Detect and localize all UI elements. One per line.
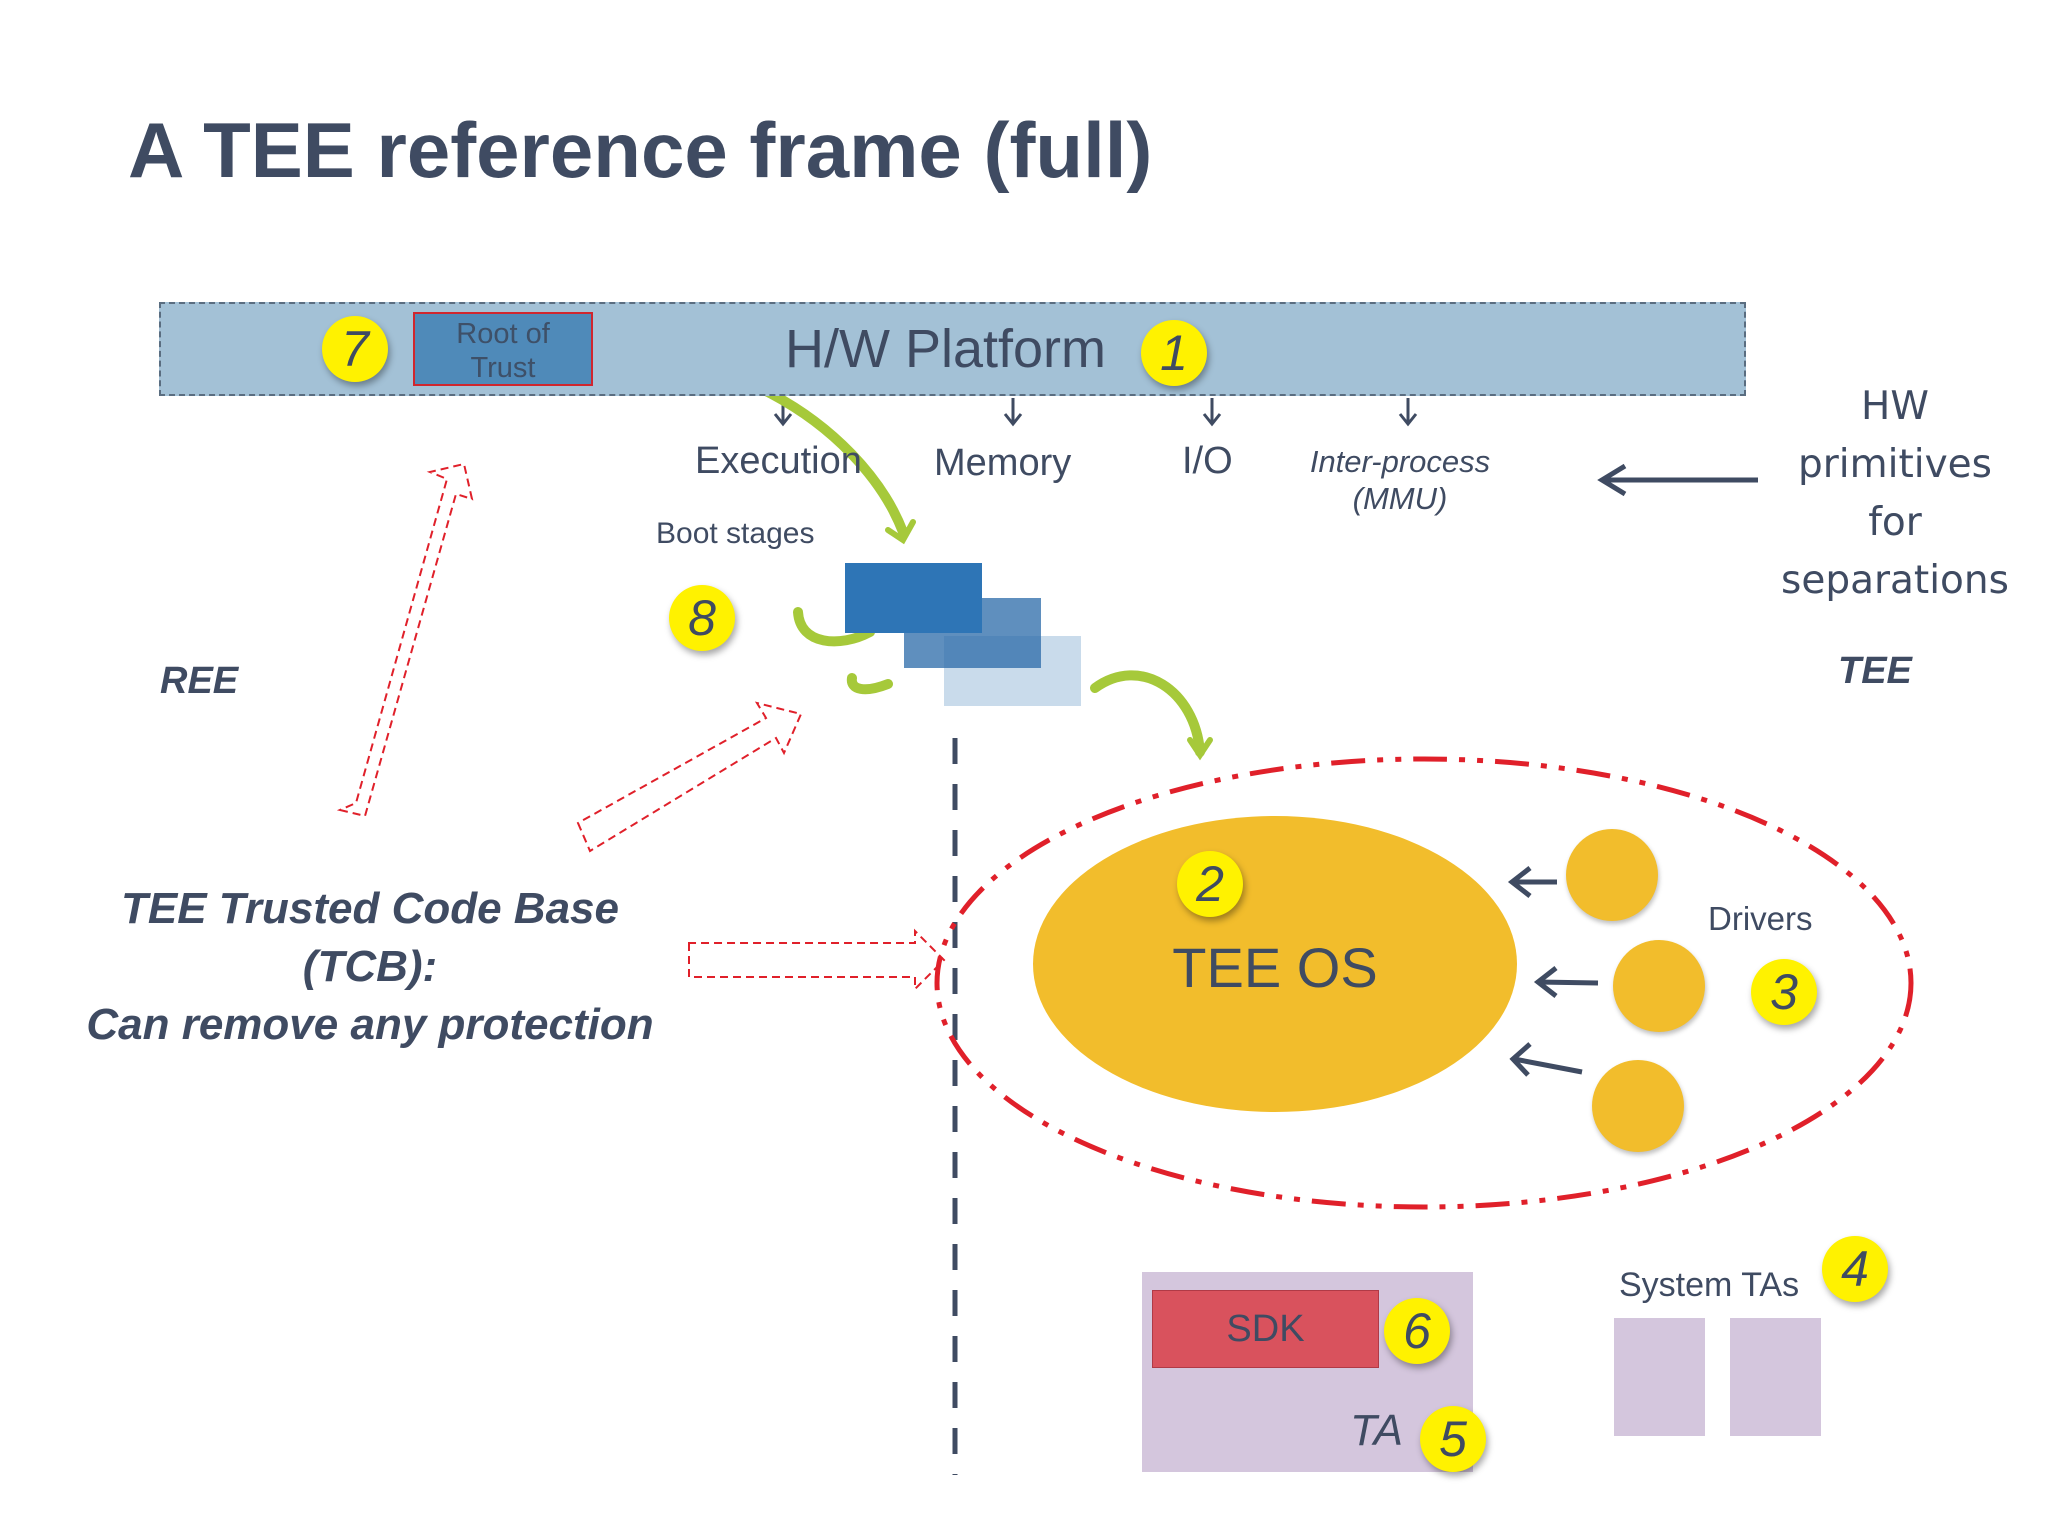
tee-os-ellipse <box>1033 816 1517 1112</box>
tee-os-label: TEE OS <box>1172 936 1378 999</box>
badge-6: 6 <box>1384 1298 1450 1364</box>
driver-arrows <box>1507 866 1599 1077</box>
slide-title: A TEE reference frame (full) <box>128 106 1153 194</box>
hw-primitives-note: HW primitives for separations <box>1770 378 2020 610</box>
badge-8: 8 <box>669 585 735 651</box>
tcb-arrow-to-boot <box>576 701 803 853</box>
boot-stages-label: Boot stages <box>656 517 815 550</box>
badge-4: 4 <box>1822 1236 1888 1302</box>
tcb-arrow-to-tee <box>688 928 946 992</box>
driver-circle-2 <box>1613 940 1705 1032</box>
hw-platform-label: H/W Platform <box>785 319 1107 379</box>
boot-flow-arrows <box>589 356 1213 761</box>
badge-2: 2 <box>1177 851 1243 917</box>
ta-label: TA <box>1350 1406 1403 1455</box>
badge-5: 5 <box>1420 1406 1486 1472</box>
primitive-down-arrows <box>773 398 1418 427</box>
system-tas-label: System TAs <box>1619 1266 1800 1304</box>
io-label: I/O <box>1182 440 1233 482</box>
driver-circle-1 <box>1566 829 1658 921</box>
badge-1: 1 <box>1141 320 1207 386</box>
execution-arrowhead <box>773 413 793 427</box>
tcb-boundary-ellipse <box>934 756 1914 1210</box>
boot-loop-arrow-1 <box>793 607 875 647</box>
root-of-trust-box: Root of Trust <box>413 312 593 386</box>
hw-note-line-4: separations <box>1781 558 2009 603</box>
interprocess-label: Inter-process <box>1309 444 1491 479</box>
boot-to-teeos-arrow <box>1090 670 1205 757</box>
memory-label: Memory <box>934 442 1072 484</box>
tcb-description: TEE Trusted Code Base (TCB): Can remove … <box>86 884 654 1049</box>
hw-note-line-1: HW <box>1861 384 1929 429</box>
boot-loop-arrow-2 <box>846 673 893 695</box>
tee-label: TEE <box>1838 650 1912 692</box>
ree-label: REE <box>160 660 239 702</box>
drivers-label: Drivers <box>1708 900 1813 937</box>
mmu-label: (MMU) <box>1352 481 1448 516</box>
tcb-hollow-arrows <box>336 462 946 992</box>
hw-note-line-2: primitives <box>1798 442 1992 487</box>
hw-note-line-3: for <box>1868 500 1922 545</box>
boot-stage-1 <box>845 563 982 633</box>
sdk-box: SDK <box>1152 1290 1379 1368</box>
hw-primitives-arrow <box>1597 463 1758 497</box>
badge-3: 3 <box>1751 959 1817 1025</box>
system-ta-box-2 <box>1730 1318 1821 1436</box>
driver-circle-3 <box>1592 1060 1684 1152</box>
system-ta-box-1 <box>1614 1318 1705 1436</box>
root-of-trust-label: Root of Trust <box>456 318 550 384</box>
badge-7: 7 <box>322 316 388 382</box>
tcb-arrow-to-root <box>336 462 474 818</box>
execution-label: Execution <box>695 440 862 482</box>
